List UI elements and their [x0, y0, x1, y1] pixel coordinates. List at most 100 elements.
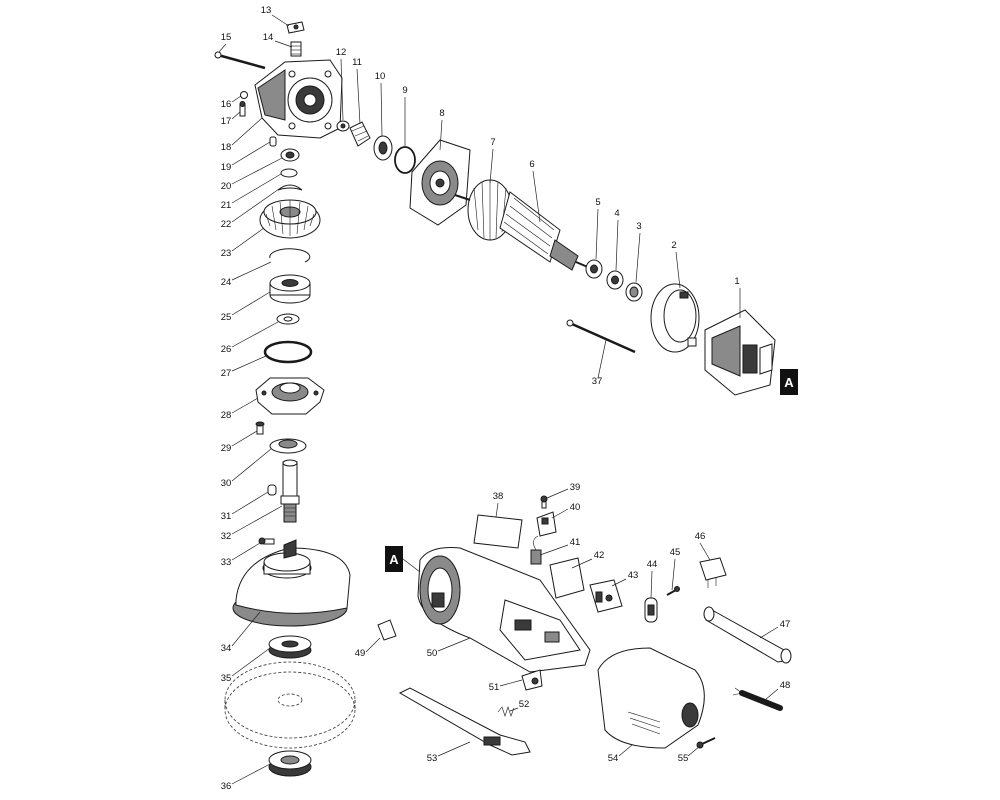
leader-line-16 — [231, 95, 242, 103]
part-14-spring — [290, 41, 302, 57]
part-number-label-33: 33 — [221, 557, 232, 568]
leader-line-7 — [489, 148, 494, 184]
part-number-label-16: 16 — [221, 99, 232, 110]
part-27-o-ring — [263, 340, 313, 364]
part-number-label-45: 45 — [670, 547, 681, 558]
part-21-retaining-ring — [280, 168, 298, 178]
leader-line-45 — [671, 558, 676, 591]
part-number-label-11: 11 — [352, 57, 362, 68]
leader-line-12 — [340, 58, 344, 121]
leader-line-5 — [595, 208, 599, 260]
part-16-ring — [240, 91, 248, 99]
part-number-label-51: 51 — [489, 682, 500, 693]
part-13-cap — [286, 21, 305, 34]
leader-line-38 — [495, 502, 499, 518]
leader-line-36 — [231, 763, 271, 785]
leader-line-30 — [231, 448, 272, 482]
leader-line-33 — [231, 542, 261, 561]
part-28-bearing-box — [255, 377, 325, 415]
part-34-wheel-guard — [232, 539, 351, 627]
leader-line-54 — [618, 744, 633, 757]
part-number-label-6: 6 — [529, 159, 534, 170]
part-11-spiral-bevel-gear — [349, 121, 371, 147]
leader-line-47 — [759, 626, 779, 639]
part-3-insulation-washer — [625, 282, 643, 302]
grinding-wheel-outline — [224, 661, 356, 749]
part-44-strain-relief — [644, 597, 658, 623]
leader-line-46 — [699, 542, 711, 561]
part-number-label-55: 55 — [678, 753, 689, 764]
section-marker-a-bottom-text: A — [389, 552, 399, 567]
part-number-label-54: 54 — [608, 753, 619, 764]
part-number-label-27: 27 — [221, 368, 232, 379]
leader-line-10 — [380, 82, 383, 137]
part-26-washer — [276, 313, 300, 325]
part-8-baffle-plate — [409, 139, 471, 226]
part-number-label-17: 17 — [221, 116, 232, 127]
part-31-key — [267, 484, 277, 496]
leader-line-6 — [532, 170, 541, 223]
leader-line-11 — [356, 68, 361, 125]
leader-line-37 — [597, 339, 607, 379]
part-number-label-38: 38 — [493, 491, 504, 502]
part-33-screw — [258, 537, 275, 545]
part-number-label-22: 22 — [221, 219, 232, 230]
leader-line-3 — [635, 232, 641, 283]
leader-line-35 — [231, 647, 271, 677]
part-2-fan-guide — [650, 283, 700, 353]
leader-line-34 — [231, 611, 261, 647]
leader-line-28 — [231, 397, 259, 414]
part-number-label-1: 1 — [734, 276, 739, 287]
part-number-label-31: 31 — [221, 511, 232, 522]
leader-line-50 — [437, 637, 471, 652]
part-number-label-26: 26 — [221, 344, 232, 355]
part-number-label-49: 49 — [355, 648, 366, 659]
part-15-screw — [214, 51, 266, 70]
part-number-label-53: 53 — [427, 753, 438, 764]
part-25-ball-bearing — [269, 274, 311, 304]
part-number-label-46: 46 — [695, 531, 706, 542]
part-number-label-30: 30 — [221, 478, 232, 489]
part-number-label-37: 37 — [592, 376, 603, 387]
part-20-bearing — [280, 148, 300, 162]
leader-line-32 — [231, 505, 283, 535]
leader-line-19 — [231, 141, 271, 166]
part-36-lock-nut — [268, 750, 312, 777]
part-number-label-52: 52 — [519, 699, 530, 710]
part-number-label-47: 47 — [780, 619, 791, 630]
leader-line-13 — [271, 14, 290, 27]
part-number-label-8: 8 — [439, 108, 444, 119]
part-39-screw — [540, 495, 548, 509]
part-23-bevel-gear — [259, 199, 321, 239]
part-number-label-7: 7 — [490, 137, 495, 148]
part-number-label-18: 18 — [221, 142, 232, 153]
part-17-pin — [239, 101, 246, 117]
part-1-field — [704, 309, 776, 396]
part-number-label-29: 29 — [221, 443, 232, 454]
leader-line-22 — [231, 188, 280, 223]
part-55-screw — [696, 737, 716, 749]
part-51-clip — [521, 669, 543, 691]
part-number-label-44: 44 — [647, 559, 658, 570]
part-54-rear-cover — [597, 647, 705, 749]
part-number-label-15: 15 — [221, 32, 232, 43]
part-32-spindle — [280, 459, 300, 523]
leader-line-8 — [439, 119, 443, 151]
leader-line-27 — [231, 355, 267, 372]
part-24-snap-ring — [269, 248, 311, 263]
leader-line-52 — [509, 707, 519, 712]
leader-line-43 — [611, 578, 627, 587]
part-number-label-14: 14 — [263, 32, 274, 43]
part-40-brush-holder — [536, 511, 557, 537]
part-30-labyrinth-ring — [269, 438, 307, 454]
part-number-label-24: 24 — [221, 277, 232, 288]
part-9-o-ring — [394, 146, 416, 174]
part-49-switch-lever — [377, 619, 397, 641]
part-number-label-21: 21 — [221, 200, 232, 211]
part-12-nut — [336, 120, 350, 132]
part-6-armature — [499, 191, 591, 271]
part-number-label-10: 10 — [375, 71, 386, 82]
part-number-label-50: 50 — [427, 648, 438, 659]
leader-line-49 — [365, 637, 381, 653]
